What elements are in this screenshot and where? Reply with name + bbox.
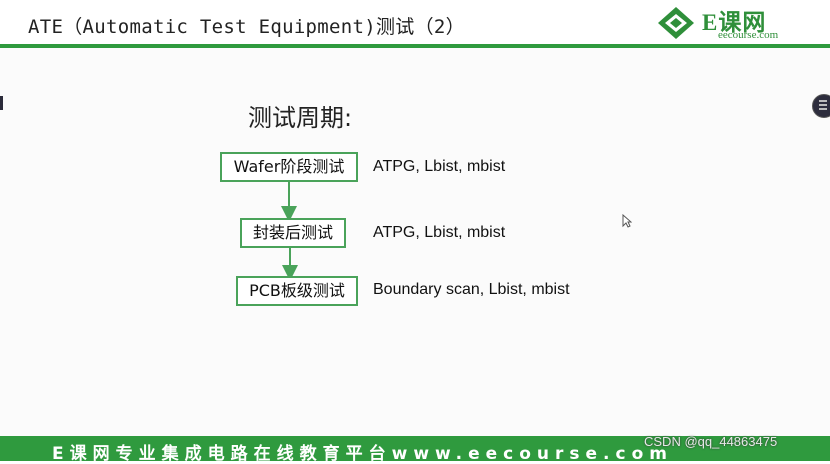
slide-title: ATE（Automatic Test Equipment)测试（2）: [28, 16, 465, 38]
footer-text: E课网专业集成电路在线教育平台www.eecourse.com: [52, 444, 673, 464]
logo-text: E课网: [702, 10, 767, 35]
header-divider: [0, 44, 830, 48]
test-cycle-title: 测试周期:: [248, 104, 353, 132]
left-edge-handle[interactable]: [0, 96, 3, 110]
mouse-cursor-icon: [622, 214, 632, 228]
menu-icon[interactable]: [812, 94, 830, 118]
eecourse-logo: E课网 eecourse.com: [656, 3, 826, 43]
csdn-watermark: CSDN @qq_44863475: [644, 434, 778, 449]
eecourse-logo-icon: [658, 7, 694, 39]
stage-desc-pcb: Boundary scan, Lbist, mbist: [373, 281, 570, 298]
stage-desc-wafer: ATPG, Lbist, mbist: [373, 158, 506, 175]
slide-header: ATE（Automatic Test Equipment)测试（2） E课网 e…: [0, 0, 830, 44]
stage-box-wafer: Wafer阶段测试: [220, 152, 358, 182]
stage-box-package: 封装后测试: [240, 218, 346, 248]
stage-box-pcb: PCB板级测试: [236, 276, 358, 306]
logo-subtext: eecourse.com: [718, 29, 779, 41]
slide-footer: E课网专业集成电路在线教育平台www.eecourse.com: [0, 436, 830, 464]
stage-desc-package: ATPG, Lbist, mbist: [373, 224, 506, 241]
